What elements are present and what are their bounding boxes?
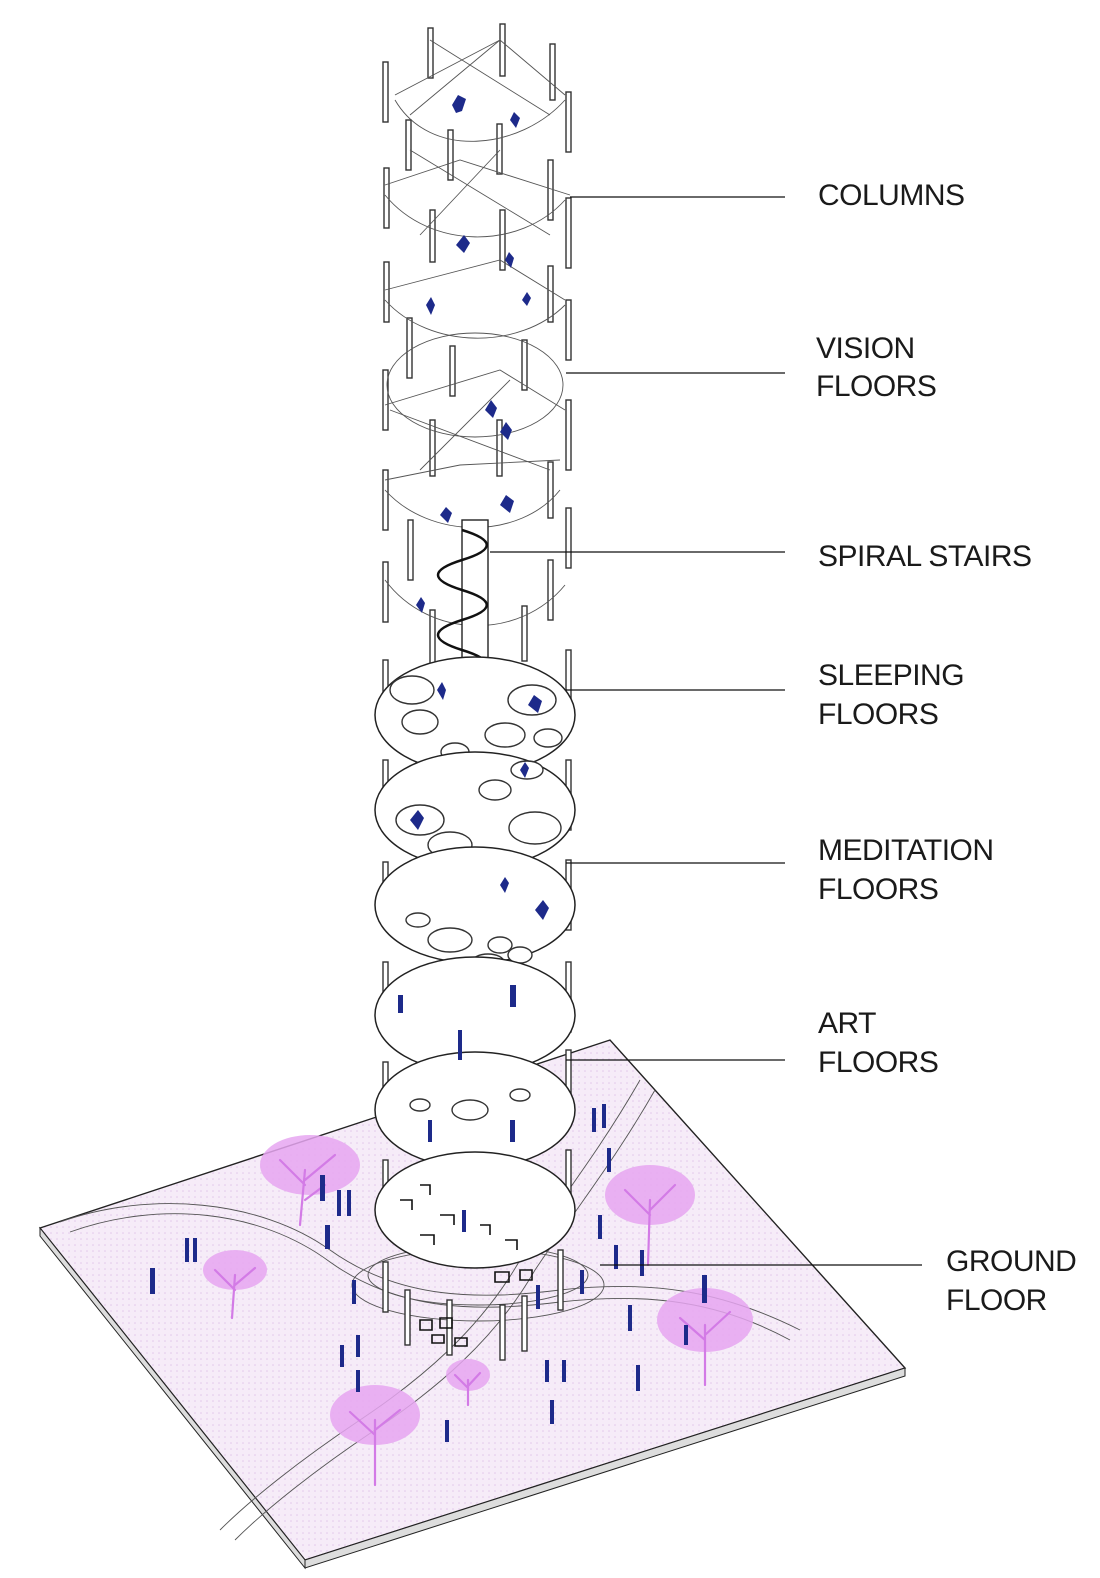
person-figure-icon	[440, 507, 452, 523]
person-figure-icon	[193, 1238, 197, 1262]
art-floor-disc	[374, 1051, 576, 1169]
person-figure-icon	[580, 1270, 584, 1294]
person-figure-icon	[398, 995, 403, 1013]
label-spiral-stairs: SPIRAL STAIRS	[818, 540, 1032, 573]
person-figure-icon	[500, 877, 509, 893]
person-figure-icon	[500, 422, 512, 440]
label-meditation-floors: MEDITATION FLOORS	[818, 834, 1001, 906]
label-vision-floors: VISION FLOORS	[816, 332, 936, 403]
trees	[203, 1135, 753, 1487]
person-figure-icon	[410, 810, 424, 830]
person-figure-icon	[545, 1360, 549, 1382]
ground-floor-furniture	[419, 1269, 533, 1347]
person-figure-icon	[356, 1370, 360, 1392]
person-figure-icon	[592, 1108, 596, 1132]
leader-lines	[490, 196, 922, 1266]
person-figure-icon	[598, 1215, 602, 1239]
vision-floors-nets	[384, 39, 571, 627]
person-figure-icon	[535, 900, 549, 920]
tree-icon	[260, 1135, 360, 1227]
person-figure-icon	[426, 297, 435, 315]
people	[150, 95, 707, 1442]
person-figure-icon	[320, 1175, 325, 1201]
person-figure-icon	[337, 1190, 341, 1216]
person-figure-icon	[452, 95, 466, 113]
person-figure-icon	[636, 1365, 640, 1391]
person-figure-icon	[614, 1245, 618, 1269]
tree-icon	[605, 1165, 695, 1267]
person-figure-icon	[445, 1420, 449, 1442]
person-figure-icon	[352, 1280, 356, 1304]
ground-plane	[38, 1039, 907, 1570]
tree-icon	[330, 1385, 420, 1487]
person-figure-icon	[356, 1335, 360, 1357]
label-ground-floor: GROUND FLOOR	[946, 1245, 1084, 1317]
person-figure-icon	[510, 112, 520, 128]
labels: COLUMNS VISION FLOORS SPIRAL STAIRS SLEE…	[816, 179, 1084, 1317]
person-figure-icon	[325, 1225, 330, 1249]
person-figure-icon	[522, 292, 531, 306]
person-figure-icon	[684, 1325, 688, 1345]
person-figure-icon	[456, 235, 470, 253]
floor-discs	[374, 656, 576, 1347]
person-figure-icon	[500, 495, 514, 513]
person-figure-icon	[462, 1210, 466, 1232]
person-figure-icon	[640, 1250, 644, 1276]
person-figure-icon	[416, 597, 425, 613]
person-figure-icon	[485, 400, 497, 418]
person-figure-icon	[528, 695, 542, 713]
person-figure-icon	[347, 1190, 351, 1216]
label-art-floors: ART FLOORS	[818, 1007, 938, 1079]
person-figure-icon	[702, 1275, 707, 1303]
person-figure-icon	[150, 1268, 155, 1294]
label-columns: COLUMNS	[818, 179, 965, 212]
person-figure-icon	[628, 1305, 632, 1331]
person-figure-icon	[437, 682, 446, 700]
person-figure-icon	[185, 1238, 189, 1262]
tree-icon	[203, 1250, 267, 1320]
tree-icon	[657, 1288, 753, 1387]
ground-floor-disc	[374, 1151, 576, 1269]
tree-icon	[446, 1359, 490, 1407]
person-figure-icon	[562, 1360, 566, 1382]
person-figure-icon	[520, 762, 529, 778]
person-figure-icon	[550, 1400, 554, 1424]
label-sleeping-floors: SLEEPING FLOORS	[818, 659, 972, 731]
person-figure-icon	[607, 1148, 611, 1172]
person-figure-icon	[510, 1120, 515, 1142]
person-figure-icon	[536, 1285, 540, 1309]
person-figure-icon	[458, 1030, 462, 1060]
person-figure-icon	[510, 985, 516, 1007]
person-figure-icon	[505, 252, 514, 268]
person-figure-icon	[340, 1345, 344, 1367]
person-figure-icon	[602, 1104, 606, 1128]
person-figure-icon	[428, 1120, 432, 1142]
